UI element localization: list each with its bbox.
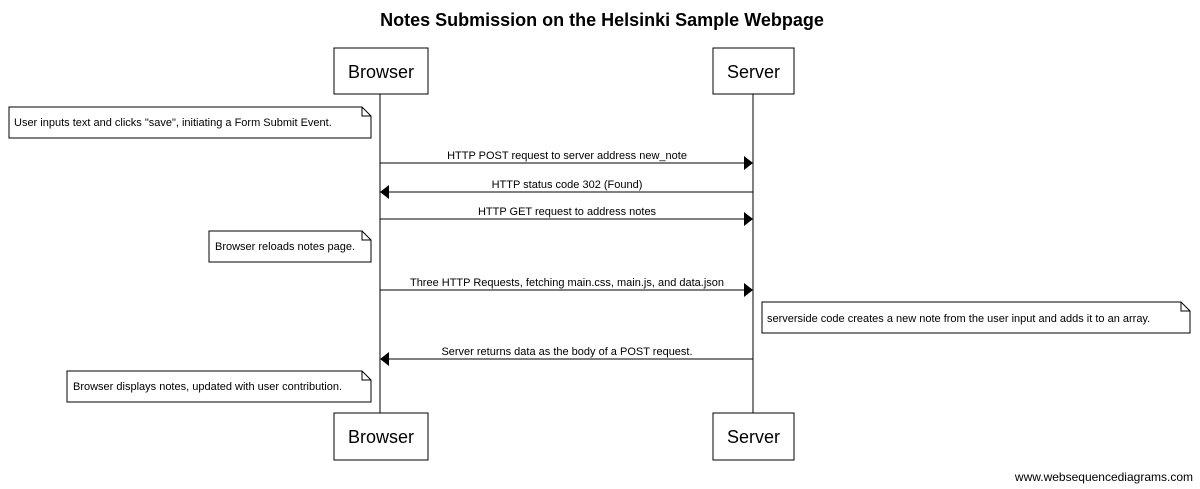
note-text: User inputs text and clicks "save", init… [14, 117, 332, 129]
participant-browser-top: Browser [333, 47, 429, 95]
participant-label: Browser [348, 427, 414, 447]
message-label: Server returns data as the body of a POS… [441, 346, 692, 358]
participant-server-top: Server [712, 47, 795, 95]
message-get-notes: HTTP GET request to address notes [380, 206, 753, 226]
message-post-new-note: HTTP POST request to server address new_… [380, 150, 753, 170]
note-serverside-code: serverside code creates a new note from … [761, 301, 1191, 334]
note-text: Browser reloads notes page. [215, 241, 355, 253]
footer-credit: www.websequencediagrams.com [1014, 470, 1193, 484]
note-browser-reloads: Browser reloads notes page. [208, 230, 372, 263]
participant-server-bottom: Server [712, 412, 795, 461]
participant-browser-bottom: Browser [333, 412, 429, 461]
message-three-requests: Three HTTP Requests, fetching main.css, … [380, 277, 753, 297]
message-label: HTTP status code 302 (Found) [492, 179, 643, 191]
message-server-returns-data: Server returns data as the body of a POS… [380, 346, 753, 366]
note-browser-displays: Browser displays notes, updated with use… [66, 370, 372, 403]
participant-label: Server [727, 427, 780, 447]
participant-label: Server [727, 62, 780, 82]
message-status-302: HTTP status code 302 (Found) [380, 179, 753, 199]
note-user-input: User inputs text and clicks "save", init… [8, 106, 372, 139]
note-text: Browser displays notes, updated with use… [73, 381, 342, 393]
message-label: HTTP GET request to address notes [478, 206, 657, 218]
diagram-title: Notes Submission on the Helsinki Sample … [380, 10, 824, 30]
message-label: Three HTTP Requests, fetching main.css, … [410, 277, 724, 289]
note-text: serverside code creates a new note from … [767, 313, 1150, 325]
message-label: HTTP POST request to server address new_… [447, 150, 687, 162]
participant-label: Browser [348, 62, 414, 82]
